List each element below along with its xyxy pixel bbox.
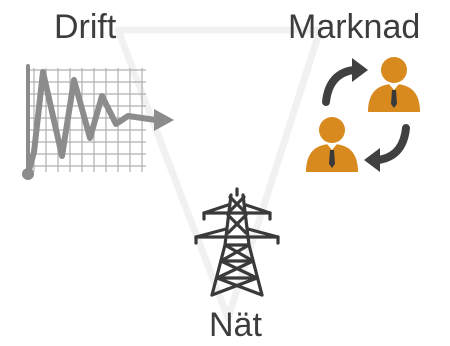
grid-label: Nät (209, 306, 262, 344)
operation-label: Drift (54, 8, 117, 46)
people-exchange-icon (306, 57, 420, 172)
arrow-curve-bottom-icon (364, 124, 410, 172)
line-chart-icon (22, 64, 174, 180)
arrow-curve-top-icon (322, 58, 368, 106)
person-bottom-icon (306, 117, 358, 172)
market-label: Marknad (288, 8, 421, 46)
power-tower-icon (194, 187, 280, 297)
person-top-icon (368, 57, 420, 112)
